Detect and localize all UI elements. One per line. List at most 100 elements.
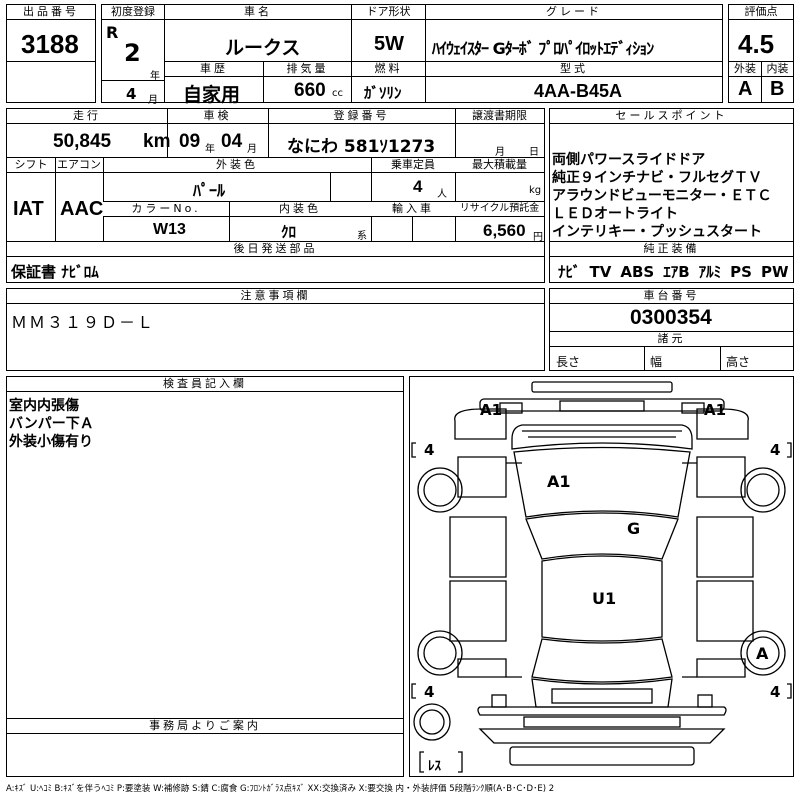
first-reg-era: R xyxy=(106,23,119,42)
sales-points-box: セールスポイント 両側パワースライドドア 純正９インチナビ・フルセグＴＶ アラウ… xyxy=(549,108,794,242)
door-box: ドア形状 5W xyxy=(351,4,426,62)
caution-label: 注意事項欄 xyxy=(7,289,544,304)
int-color: ｸﾛ xyxy=(281,223,297,241)
model-box: 型式 4AA-B45A xyxy=(425,61,723,103)
office-label: 事務局よりご案内 xyxy=(7,719,403,734)
ac: AAC xyxy=(60,198,104,220)
mark-roof: U1 xyxy=(592,589,617,608)
history-box: 車歴 自家用 xyxy=(164,61,264,106)
transfer-day-unit: 日 xyxy=(529,147,539,158)
inspection-year-unit: 年 xyxy=(205,144,215,155)
sales-point-line: 純正９インチナビ・フルセグＴＶ xyxy=(552,170,762,186)
caution: ＭＭ３１９Ｄ－Ｌ xyxy=(11,313,156,332)
mileage: 50,845 xyxy=(53,131,112,152)
lot-number: 3188 xyxy=(21,29,79,59)
displacement-label: 排気量 xyxy=(264,62,351,77)
shift-label: シフト xyxy=(7,158,55,173)
ac-label: エアコン xyxy=(55,158,103,173)
displacement-unit: cc xyxy=(332,88,343,99)
tire-rear-right: 4 xyxy=(770,683,781,701)
mark-hood: A1 xyxy=(547,472,571,491)
equipment-item: PS xyxy=(730,263,752,281)
equipment-item: TV xyxy=(589,263,612,281)
inspector-line: 外装小傷有り xyxy=(9,434,93,450)
displacement-box: 排気量 660 cc xyxy=(263,61,352,103)
car-diagram xyxy=(411,381,792,773)
mileage-label: 走行 xyxy=(7,109,167,124)
inspector-line: バンパー下Ａ xyxy=(9,416,94,432)
mark-rear-right-wheel: A xyxy=(756,644,769,663)
mileage-unit: km xyxy=(143,131,171,152)
grade: ﾊｲｳｪｲｽﾀｰ Gﾀｰﾎﾞ ﾌﾟﾛﾊﾟｲﾛｯﾄｴﾃﾞｨｼｮﾝ xyxy=(432,39,654,58)
score-label: 評価点 xyxy=(729,5,793,20)
first-reg-month-unit: 月 xyxy=(148,95,158,106)
sales-points-label: セールスポイント xyxy=(550,109,793,124)
equipment-item: ｱﾙﾐ xyxy=(698,263,722,281)
car-name-label: 車名 xyxy=(165,5,351,20)
lot-number-box: 出品番号 3188 xyxy=(6,4,96,62)
fuel: ｶﾞｿﾘﾝ xyxy=(364,84,402,102)
door-type: 5W xyxy=(374,33,404,55)
inspection-label: 車検 xyxy=(167,109,268,124)
ext-color: ﾊﾟｰﾙ xyxy=(193,181,226,200)
legend: A:ｷｽﾞ U:ﾍｺﾐ B:ｷｽﾞを伴うﾍｺﾐ P:要塗装 W:補修跡 S:錆 … xyxy=(6,784,555,794)
dimensions-label: 諸元 xyxy=(550,332,793,347)
height-label: 高さ xyxy=(726,355,751,369)
model: 4AA-B45A xyxy=(534,81,623,101)
later-parts: 保証書 ﾅﾋﾞﾛﾑ xyxy=(11,263,99,281)
sales-point-line: 両側パワースライドドア xyxy=(552,152,706,168)
sales-point-line: アラウンドビューモニター・ＥＴＣ xyxy=(552,188,772,204)
sales-point-line: ＬＥＤオートライト xyxy=(552,206,678,222)
ext-grade: A xyxy=(738,78,753,100)
import-label: 輸入車 xyxy=(371,202,455,217)
int-grade-label: 内装 xyxy=(762,62,793,77)
capacity-label: 乗車定員 xyxy=(371,158,455,173)
door-label: ドア形状 xyxy=(352,5,425,20)
shift: IAT xyxy=(13,198,44,220)
int-grade-box: 内装 B xyxy=(761,61,794,103)
history-label: 車歴 xyxy=(165,62,263,77)
inspection-month: 04 xyxy=(221,131,243,152)
later-parts-label: 後日発送部品 xyxy=(7,242,544,257)
grade-box: グレード ﾊｲｳｪｲｽﾀｰ Gﾀｰﾎﾞ ﾌﾟﾛﾊﾟｲﾛｯﾄｴﾃﾞｨｼｮﾝ xyxy=(425,4,723,62)
equipment-label: 純正装備 xyxy=(550,242,793,257)
plate-label: 登録番号 xyxy=(268,109,455,124)
first-reg-box: 初度登録 R 2 年 4 月 xyxy=(101,4,165,106)
mark-front-right: A1 xyxy=(704,401,727,419)
max-load-label: 最大積載量 xyxy=(455,158,544,173)
int-color-unit: 系 xyxy=(357,231,367,242)
int-color-label: 内装色 xyxy=(229,202,371,217)
spare-tire: ﾚｽ xyxy=(428,759,441,774)
vehicle-info-box: 走行 車検 登録番号 譲渡書期限 50,845 km 09 年 04 月 なにわ… xyxy=(6,108,545,243)
model-label: 型式 xyxy=(426,62,722,77)
first-reg-year-unit: 年 xyxy=(150,71,160,82)
later-parts-box: 後日発送部品 保証書 ﾅﾋﾞﾛﾑ xyxy=(6,241,545,283)
office-box: 事務局よりご案内 xyxy=(6,718,404,777)
transfer-label: 譲渡書期限 xyxy=(455,109,544,124)
recycle-unit: 円 xyxy=(533,232,543,243)
plate: なにわ 581ｿ1273 xyxy=(287,137,436,157)
length-label: 長さ xyxy=(556,355,581,369)
score: 4.5 xyxy=(738,29,775,59)
ext-grade-box: 外装 A xyxy=(728,61,762,103)
ext-color-label: 外装色 xyxy=(103,158,371,173)
lot-blank-box xyxy=(6,61,96,103)
car-name: ルークス xyxy=(225,37,301,59)
transfer-month-unit: 月 xyxy=(495,147,505,158)
inspection-year: 09 xyxy=(179,131,201,152)
capacity: 4 xyxy=(413,177,423,196)
damage-diagram-box: A1 A1 A1 G U1 A 4 4 4 4 ﾚｽ xyxy=(409,376,794,777)
car-name-box: 車名 ルークス xyxy=(164,4,352,62)
mark-windshield: G xyxy=(627,519,641,538)
ext-grade-label: 外装 xyxy=(729,62,761,77)
first-reg-label: 初度登録 xyxy=(102,5,164,20)
sales-point-line: インテリキー・プッシュスタート xyxy=(552,224,762,240)
inspector-line: 室内内張傷 xyxy=(9,398,79,414)
caution-box: 注意事項欄 ＭＭ３１９Ｄ－Ｌ xyxy=(6,288,545,371)
fuel-label: 燃料 xyxy=(352,62,425,77)
chassis-box: 車台番号 0300354 諸元 長さ 幅 高さ xyxy=(549,288,794,371)
tire-front-right: 4 xyxy=(770,441,781,459)
width-label: 幅 xyxy=(650,355,663,369)
first-reg-year: 2 xyxy=(124,39,141,67)
